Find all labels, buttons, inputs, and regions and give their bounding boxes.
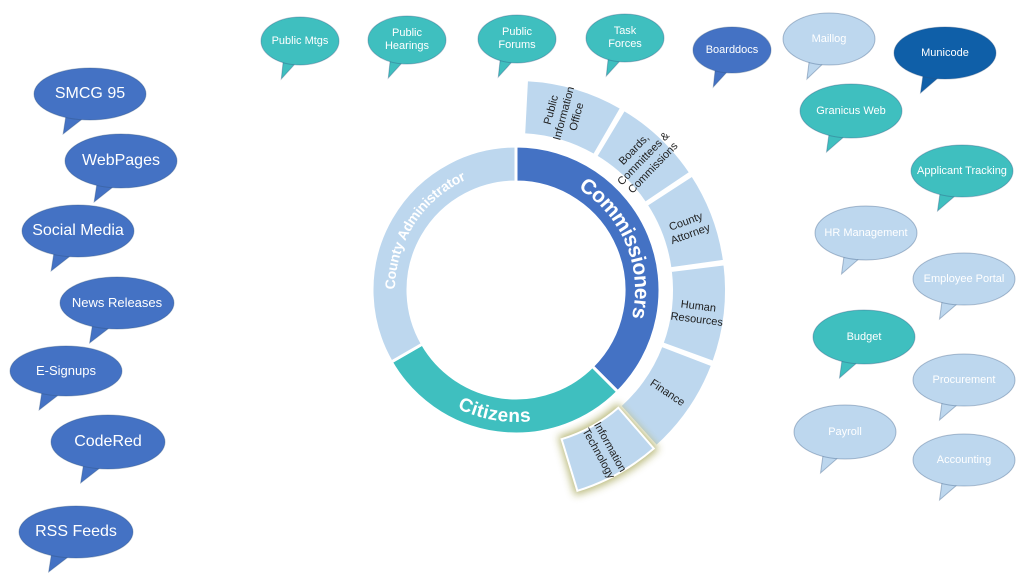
bubble-label: HR Management bbox=[824, 226, 908, 239]
bubble-label: Public Mtgs bbox=[271, 34, 329, 47]
bubble-label: WebPages bbox=[82, 151, 160, 169]
bubble-label: Maillog bbox=[811, 32, 847, 45]
segment-public-information-office bbox=[523, 79, 623, 157]
bubble-label: Boarddocs bbox=[705, 43, 759, 56]
bubble-label: SMCG 95 bbox=[54, 84, 126, 102]
bubble-label: News Releases bbox=[71, 294, 163, 310]
bubble-label: Payroll bbox=[828, 425, 862, 438]
bubble-label: Granicus Web bbox=[816, 104, 886, 117]
bubble-label: Procurement bbox=[932, 373, 996, 386]
outer-ring: PublicInformationOfficeBoards,Committees… bbox=[523, 79, 727, 496]
segment-county-attorney bbox=[645, 174, 726, 270]
bubble-label: Task Forces bbox=[608, 25, 642, 50]
segment-information-technology bbox=[560, 406, 656, 493]
bubble-label: RSS Feeds bbox=[35, 522, 117, 540]
bubble-label: Social Media bbox=[32, 221, 124, 239]
bubble-label: Budget bbox=[846, 330, 882, 343]
bubble-label: Accounting bbox=[936, 453, 992, 466]
segment-human-resources bbox=[661, 263, 727, 364]
bubble-label: CodeRed bbox=[74, 432, 142, 450]
bubble-label: E-Signups bbox=[36, 362, 96, 378]
bubble-label: Municode bbox=[921, 46, 969, 59]
bubble-label: Employee Portal bbox=[923, 272, 1005, 285]
bubble-label: Public Forums bbox=[498, 26, 536, 51]
bubble-label: Public Hearings bbox=[384, 27, 430, 52]
segment-boards-committees-commissions bbox=[594, 108, 692, 205]
segment-county-administrator bbox=[370, 144, 518, 365]
bubble-label: Applicant Tracking bbox=[917, 164, 1007, 177]
